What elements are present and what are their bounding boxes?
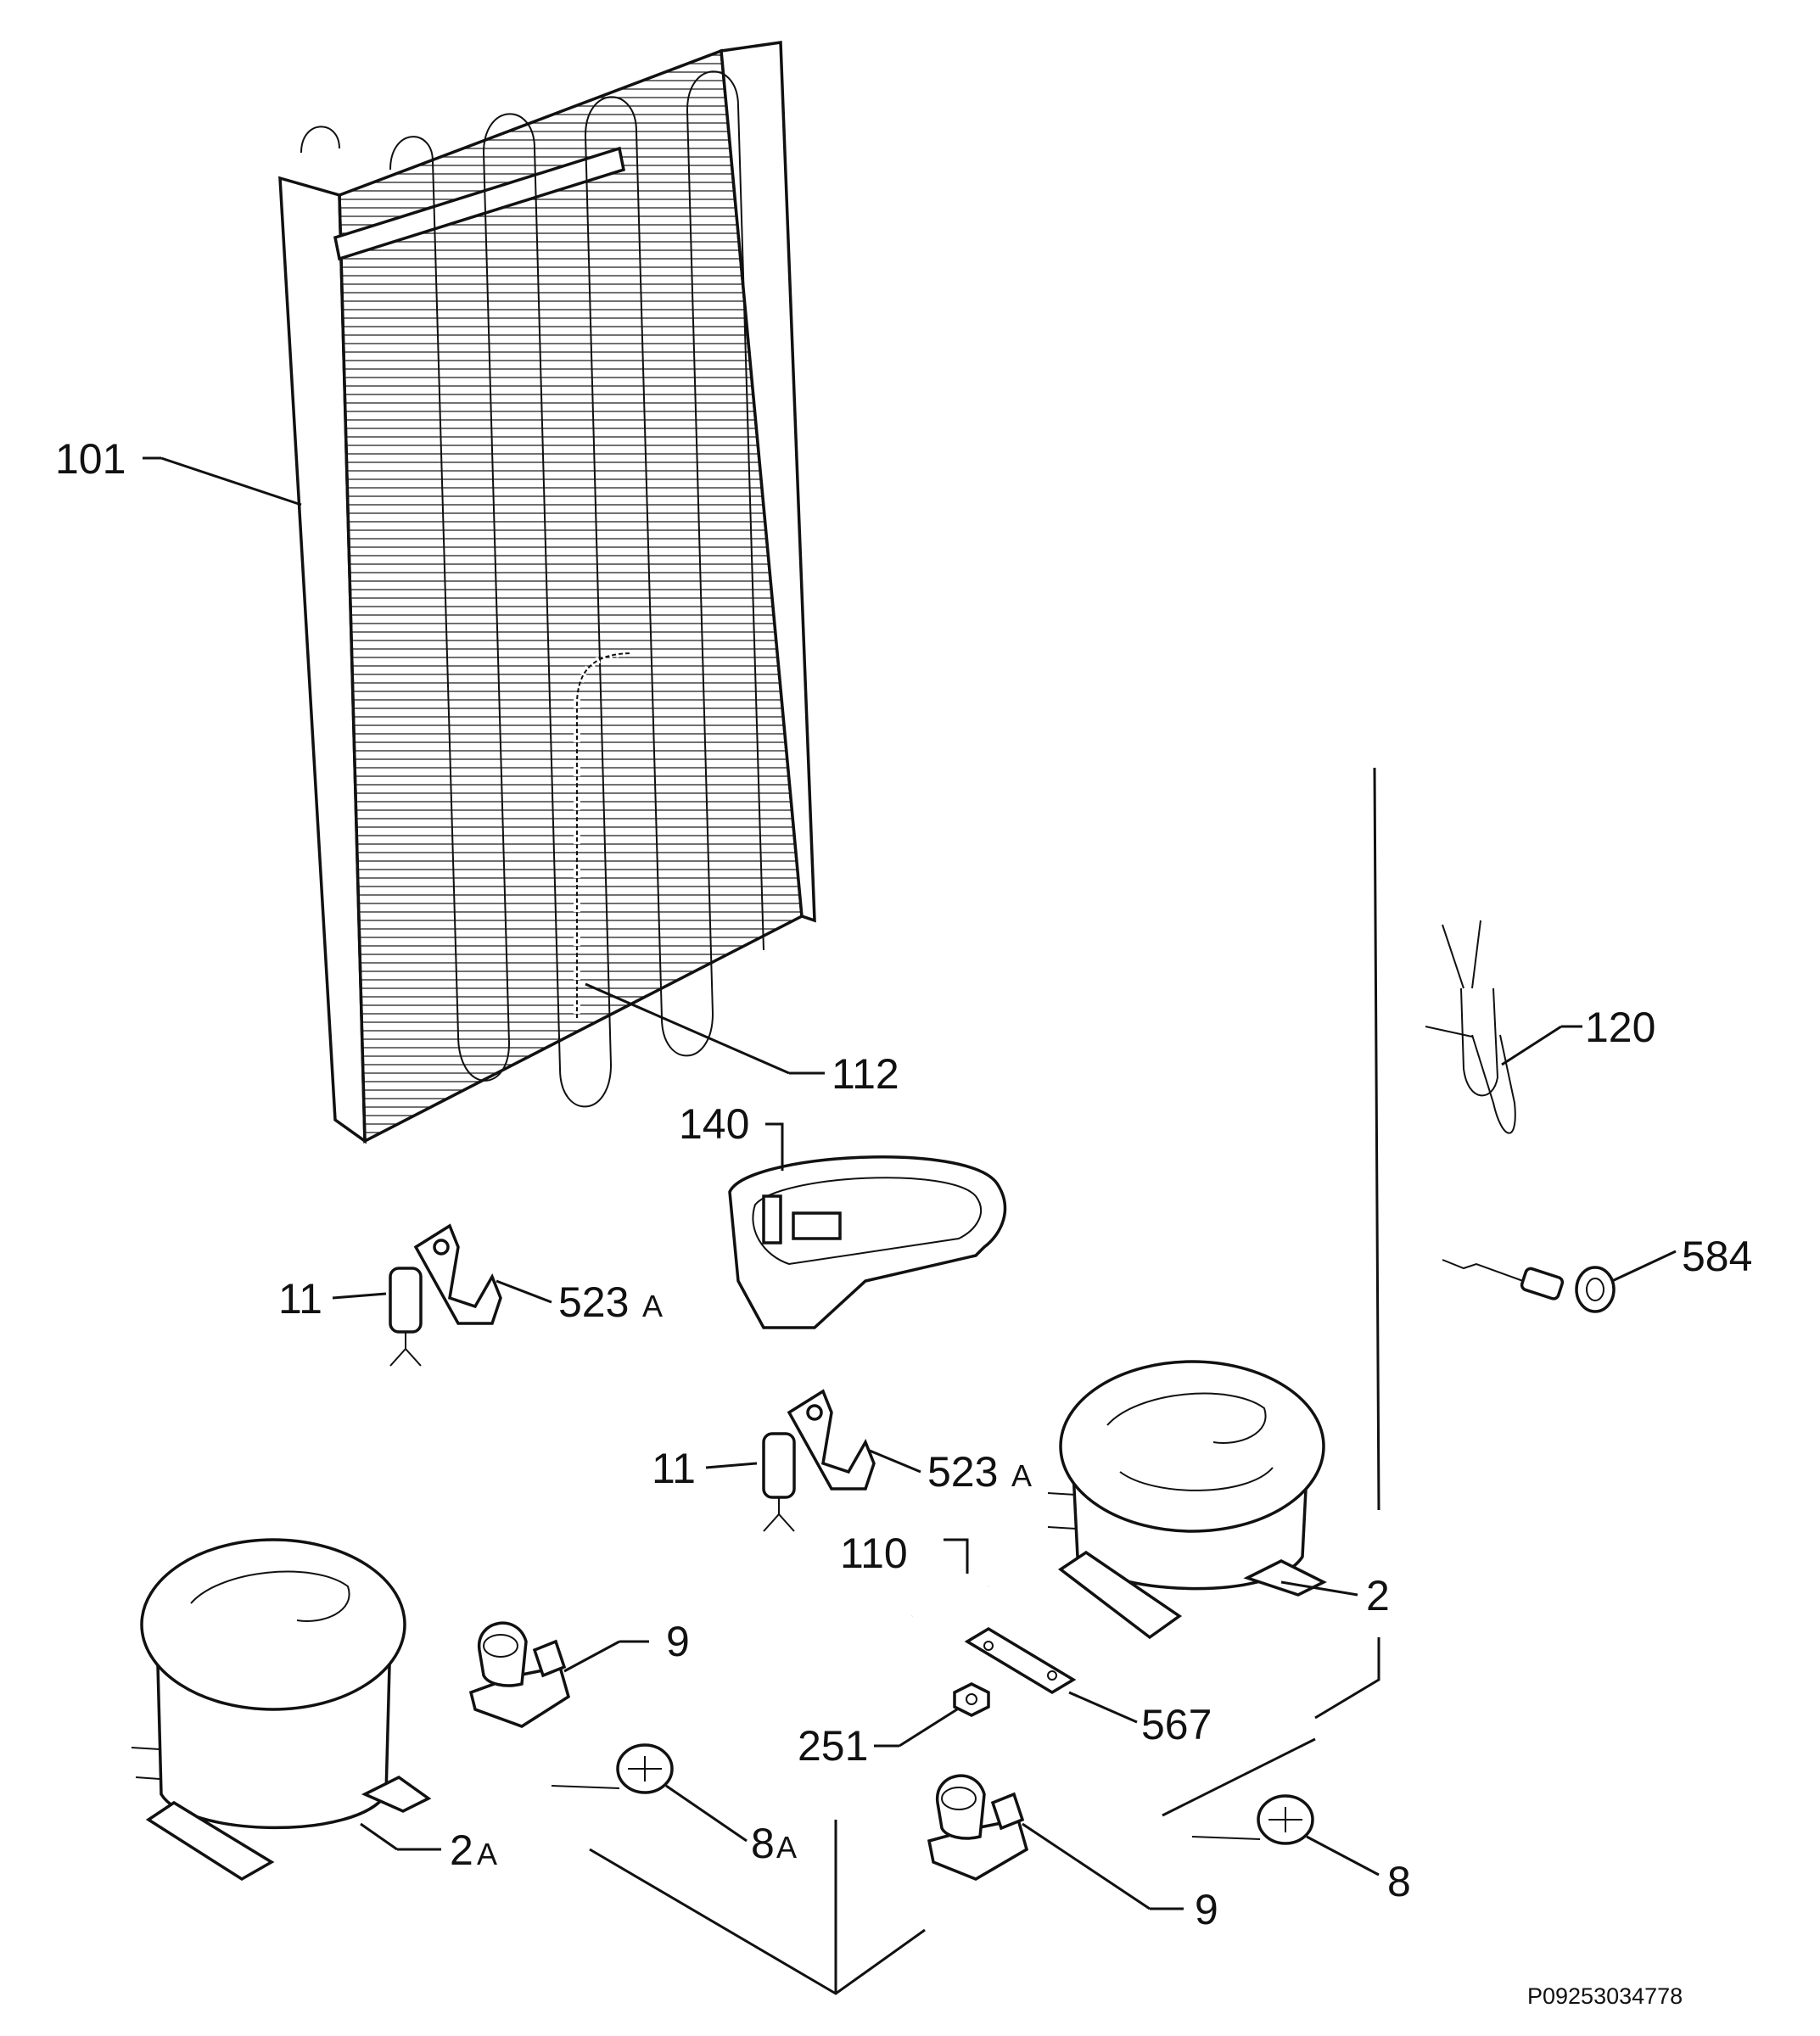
condenser-part-101 <box>278 40 816 1144</box>
label-11-upper: 11 <box>278 1275 322 1323</box>
label-523-suffix-lower: A <box>1011 1458 1032 1493</box>
compressor-part-2a <box>131 1538 432 1882</box>
label-101: 101 <box>55 435 126 483</box>
clip-part-9-upper <box>468 1621 571 1728</box>
clip-part-9-lower <box>927 1774 1029 1881</box>
label-8a: 8 <box>751 1820 775 1867</box>
label-2: 2 <box>1366 1572 1390 1619</box>
grommet-part-584 <box>1442 1259 1616 1313</box>
drawing-code: P09253034778 <box>1527 1983 1683 2009</box>
plate-part-567 <box>964 1626 1077 1695</box>
group-bracket-2 <box>1314 1637 1380 1720</box>
overload-part-8a <box>551 1743 674 1794</box>
group-bracket-2a <box>589 1848 926 1995</box>
label-584: 584 <box>1682 1233 1752 1280</box>
reference-line-vertical <box>1373 767 1380 1511</box>
label-140: 140 <box>679 1100 749 1148</box>
label-2a-suffix: A <box>477 1837 497 1871</box>
label-11-lower: 11 <box>652 1445 696 1492</box>
nut-part-251 <box>953 1682 990 1717</box>
label-567: 567 <box>1141 1701 1212 1748</box>
label-120: 120 <box>1585 1004 1655 1051</box>
label-9-upper: 9 <box>666 1618 690 1665</box>
label-8: 8 <box>1387 1858 1411 1905</box>
label-9-lower: 9 <box>1195 1886 1218 1933</box>
label-523-suffix-upper: A <box>642 1289 663 1323</box>
compressor-part-2 <box>1047 1360 1327 1640</box>
label-523-lower: 523 <box>927 1448 998 1496</box>
group-bracket-diagonal <box>1162 1737 1316 1817</box>
relay-clip-assembly-lower <box>762 1389 876 1532</box>
drip-tray-part-140 <box>728 1155 1007 1329</box>
relay-clip-assembly-upper <box>389 1223 502 1367</box>
label-2a: 2 <box>450 1826 473 1874</box>
sensor-part-120 <box>1425 920 1516 1134</box>
label-8a-suffix: A <box>776 1830 797 1865</box>
label-110: 110 <box>840 1530 908 1577</box>
label-523-upper: 523 <box>558 1278 629 1326</box>
label-251: 251 <box>798 1722 868 1770</box>
label-112: 112 <box>832 1050 899 1098</box>
overload-part-8 <box>1191 1794 1314 1845</box>
